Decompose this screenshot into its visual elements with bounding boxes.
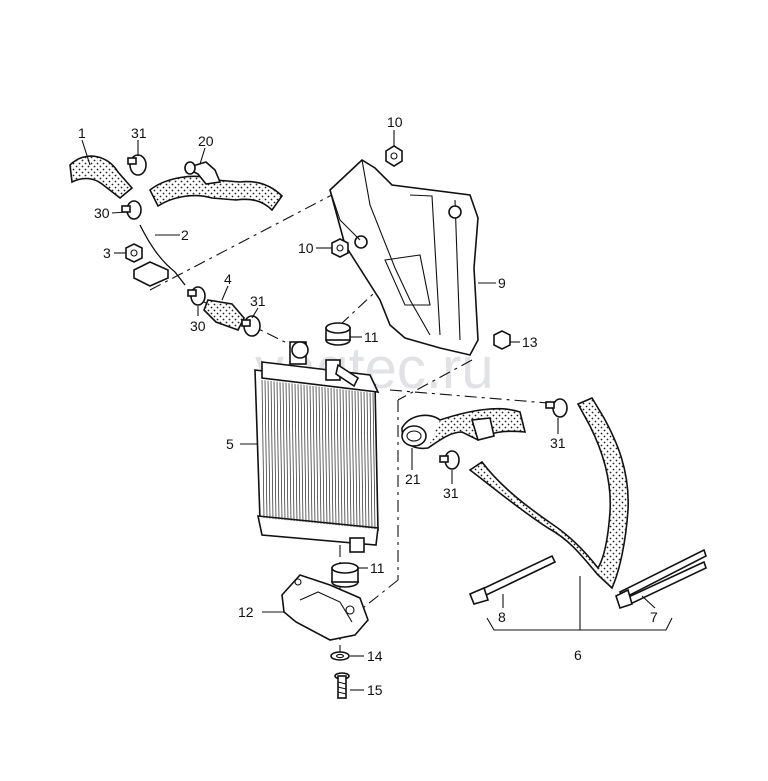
radiator-fin <box>369 392 373 529</box>
cable-tie-7 <box>615 548 707 610</box>
callout-1: 1 <box>78 125 86 141</box>
hose-20 <box>148 161 284 212</box>
nut-10-left <box>331 238 349 258</box>
radiator-fin <box>300 384 304 522</box>
radiator-fin <box>348 390 352 527</box>
radiator-fin <box>363 391 367 529</box>
clamp-31-mid <box>241 315 261 337</box>
radiator-fin <box>270 381 274 519</box>
radiator-fin <box>288 383 292 521</box>
callout-31: 31 <box>250 293 266 309</box>
callout-30: 30 <box>190 318 206 334</box>
radiator-fin <box>372 392 376 530</box>
pipe-clip <box>133 261 169 287</box>
callout-7: 7 <box>650 609 658 625</box>
hose-6 <box>468 396 629 590</box>
callout-14: 14 <box>367 648 383 664</box>
clamp-31-lower <box>439 450 460 470</box>
callout-11: 11 <box>370 560 385 576</box>
radiator-fin <box>282 382 286 521</box>
leader-lines <box>81 130 673 691</box>
radiator-fin <box>294 383 298 522</box>
radiator-fin <box>333 388 337 526</box>
radiator-fin <box>327 387 331 525</box>
hose-1 <box>69 155 134 200</box>
radiator-fin <box>291 383 295 522</box>
radiator-fin <box>366 392 370 529</box>
grommet-11-bottom <box>331 562 359 588</box>
grommet-11-top <box>325 322 351 346</box>
callout-2: 2 <box>181 227 189 243</box>
radiator-fin <box>351 390 355 528</box>
radiator-fin <box>273 381 277 520</box>
callout-labels: 1 31 20 30 2 3 4 31 30 10 10 9 11 13 5 3… <box>78 114 658 698</box>
callout-6: 6 <box>574 647 582 663</box>
nut-10-top <box>385 145 403 167</box>
cable-tie-8 <box>468 554 557 605</box>
radiator-fin <box>261 379 265 519</box>
clamp-31-right <box>545 398 568 418</box>
callout-9: 9 <box>498 275 506 291</box>
callout-10: 10 <box>387 114 403 130</box>
radiator-fin <box>324 387 328 525</box>
radiator-fin <box>354 390 358 528</box>
callout-8: 8 <box>498 609 506 625</box>
callout-10: 10 <box>298 240 314 256</box>
radiator-fin <box>342 389 346 527</box>
callout-30: 30 <box>94 205 110 221</box>
callout-11: 11 <box>364 329 379 345</box>
washer-14 <box>330 651 350 661</box>
callout-20: 20 <box>198 133 214 149</box>
radiator-fin <box>279 382 283 520</box>
callout-4: 4 <box>224 271 232 287</box>
callout-21: 21 <box>405 471 421 487</box>
radiator-fin <box>321 386 325 525</box>
callout-15: 15 <box>367 682 383 698</box>
radiator-fin <box>357 391 361 528</box>
radiator-fin <box>267 380 271 519</box>
radiator <box>254 341 380 553</box>
callout-12: 12 <box>238 604 254 620</box>
hose-4 <box>203 299 245 331</box>
radiator-fin <box>303 384 307 523</box>
radiator-fin <box>318 386 322 524</box>
pipe-2 <box>139 224 186 286</box>
bolt-15 <box>334 672 350 699</box>
mounting-bracket <box>329 158 479 356</box>
radiator-fin <box>339 389 343 526</box>
callout-3: 3 <box>103 245 111 261</box>
radiator-fin <box>297 384 301 522</box>
radiator-fin <box>312 385 316 524</box>
callout-31: 31 <box>443 485 459 501</box>
radiator-fin <box>345 389 349 527</box>
callout-13: 13 <box>522 334 538 350</box>
radiator-fin <box>336 388 340 526</box>
callout-5: 5 <box>226 436 234 452</box>
lower-bracket <box>281 574 369 641</box>
radiator-fin <box>276 381 280 520</box>
bolt-13 <box>493 330 511 350</box>
clamp-30-top <box>121 200 142 220</box>
clamp-31-top <box>127 154 147 176</box>
clamp-30-mid <box>187 286 206 306</box>
nut-3 <box>125 243 143 263</box>
callout-31: 31 <box>550 435 566 451</box>
radiator-fin <box>264 380 268 519</box>
radiator-fin <box>306 385 310 523</box>
hose-21 <box>401 407 527 450</box>
callout-31: 31 <box>131 125 147 141</box>
radiator-fin <box>360 391 364 528</box>
radiator-fin <box>330 388 334 525</box>
radiator-fin <box>285 382 289 521</box>
radiator-fin <box>309 385 313 523</box>
radiator-fin <box>315 386 319 524</box>
